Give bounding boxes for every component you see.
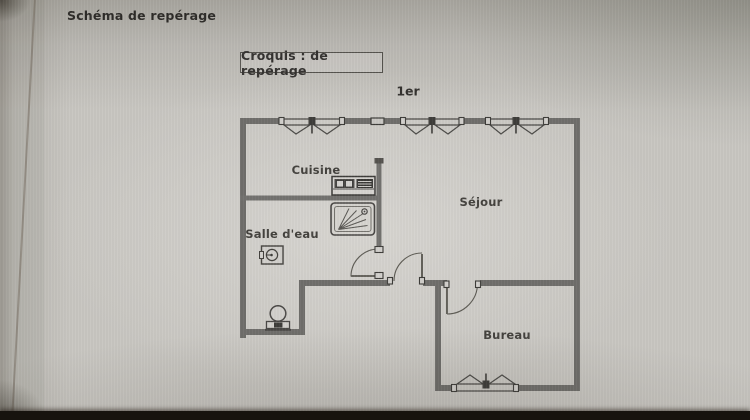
basin-tap [259, 251, 264, 259]
kitchen-counter-icon [331, 175, 376, 196]
bureau-window-mullion [482, 380, 490, 389]
divider-end-cap [374, 158, 384, 164]
window-symbols-top [278, 116, 550, 135]
entry-door-icon [386, 252, 426, 285]
sink-basin-left [336, 180, 344, 188]
exterior-walls [240, 118, 580, 391]
wall-vent-marker [370, 117, 385, 126]
room-label-cuisine: Cuisine [291, 163, 341, 177]
room-label-bureau: Bureau [483, 328, 531, 342]
shower-icon [330, 202, 376, 236]
room-label-sejour: Séjour [459, 195, 503, 209]
window-3-icon [488, 124, 546, 135]
casement-triangles [282, 124, 546, 135]
room-label-salle-deau: Salle d'eau [245, 227, 319, 241]
sink-basin-right [345, 180, 353, 188]
washbasin-icon [259, 245, 284, 265]
bureau-door-icon [443, 280, 482, 315]
toilet-icon [265, 304, 291, 331]
window-symbol-bureau [450, 373, 520, 393]
screen-bottom-bezel [0, 411, 750, 420]
salledeau-door-icon [350, 245, 384, 280]
